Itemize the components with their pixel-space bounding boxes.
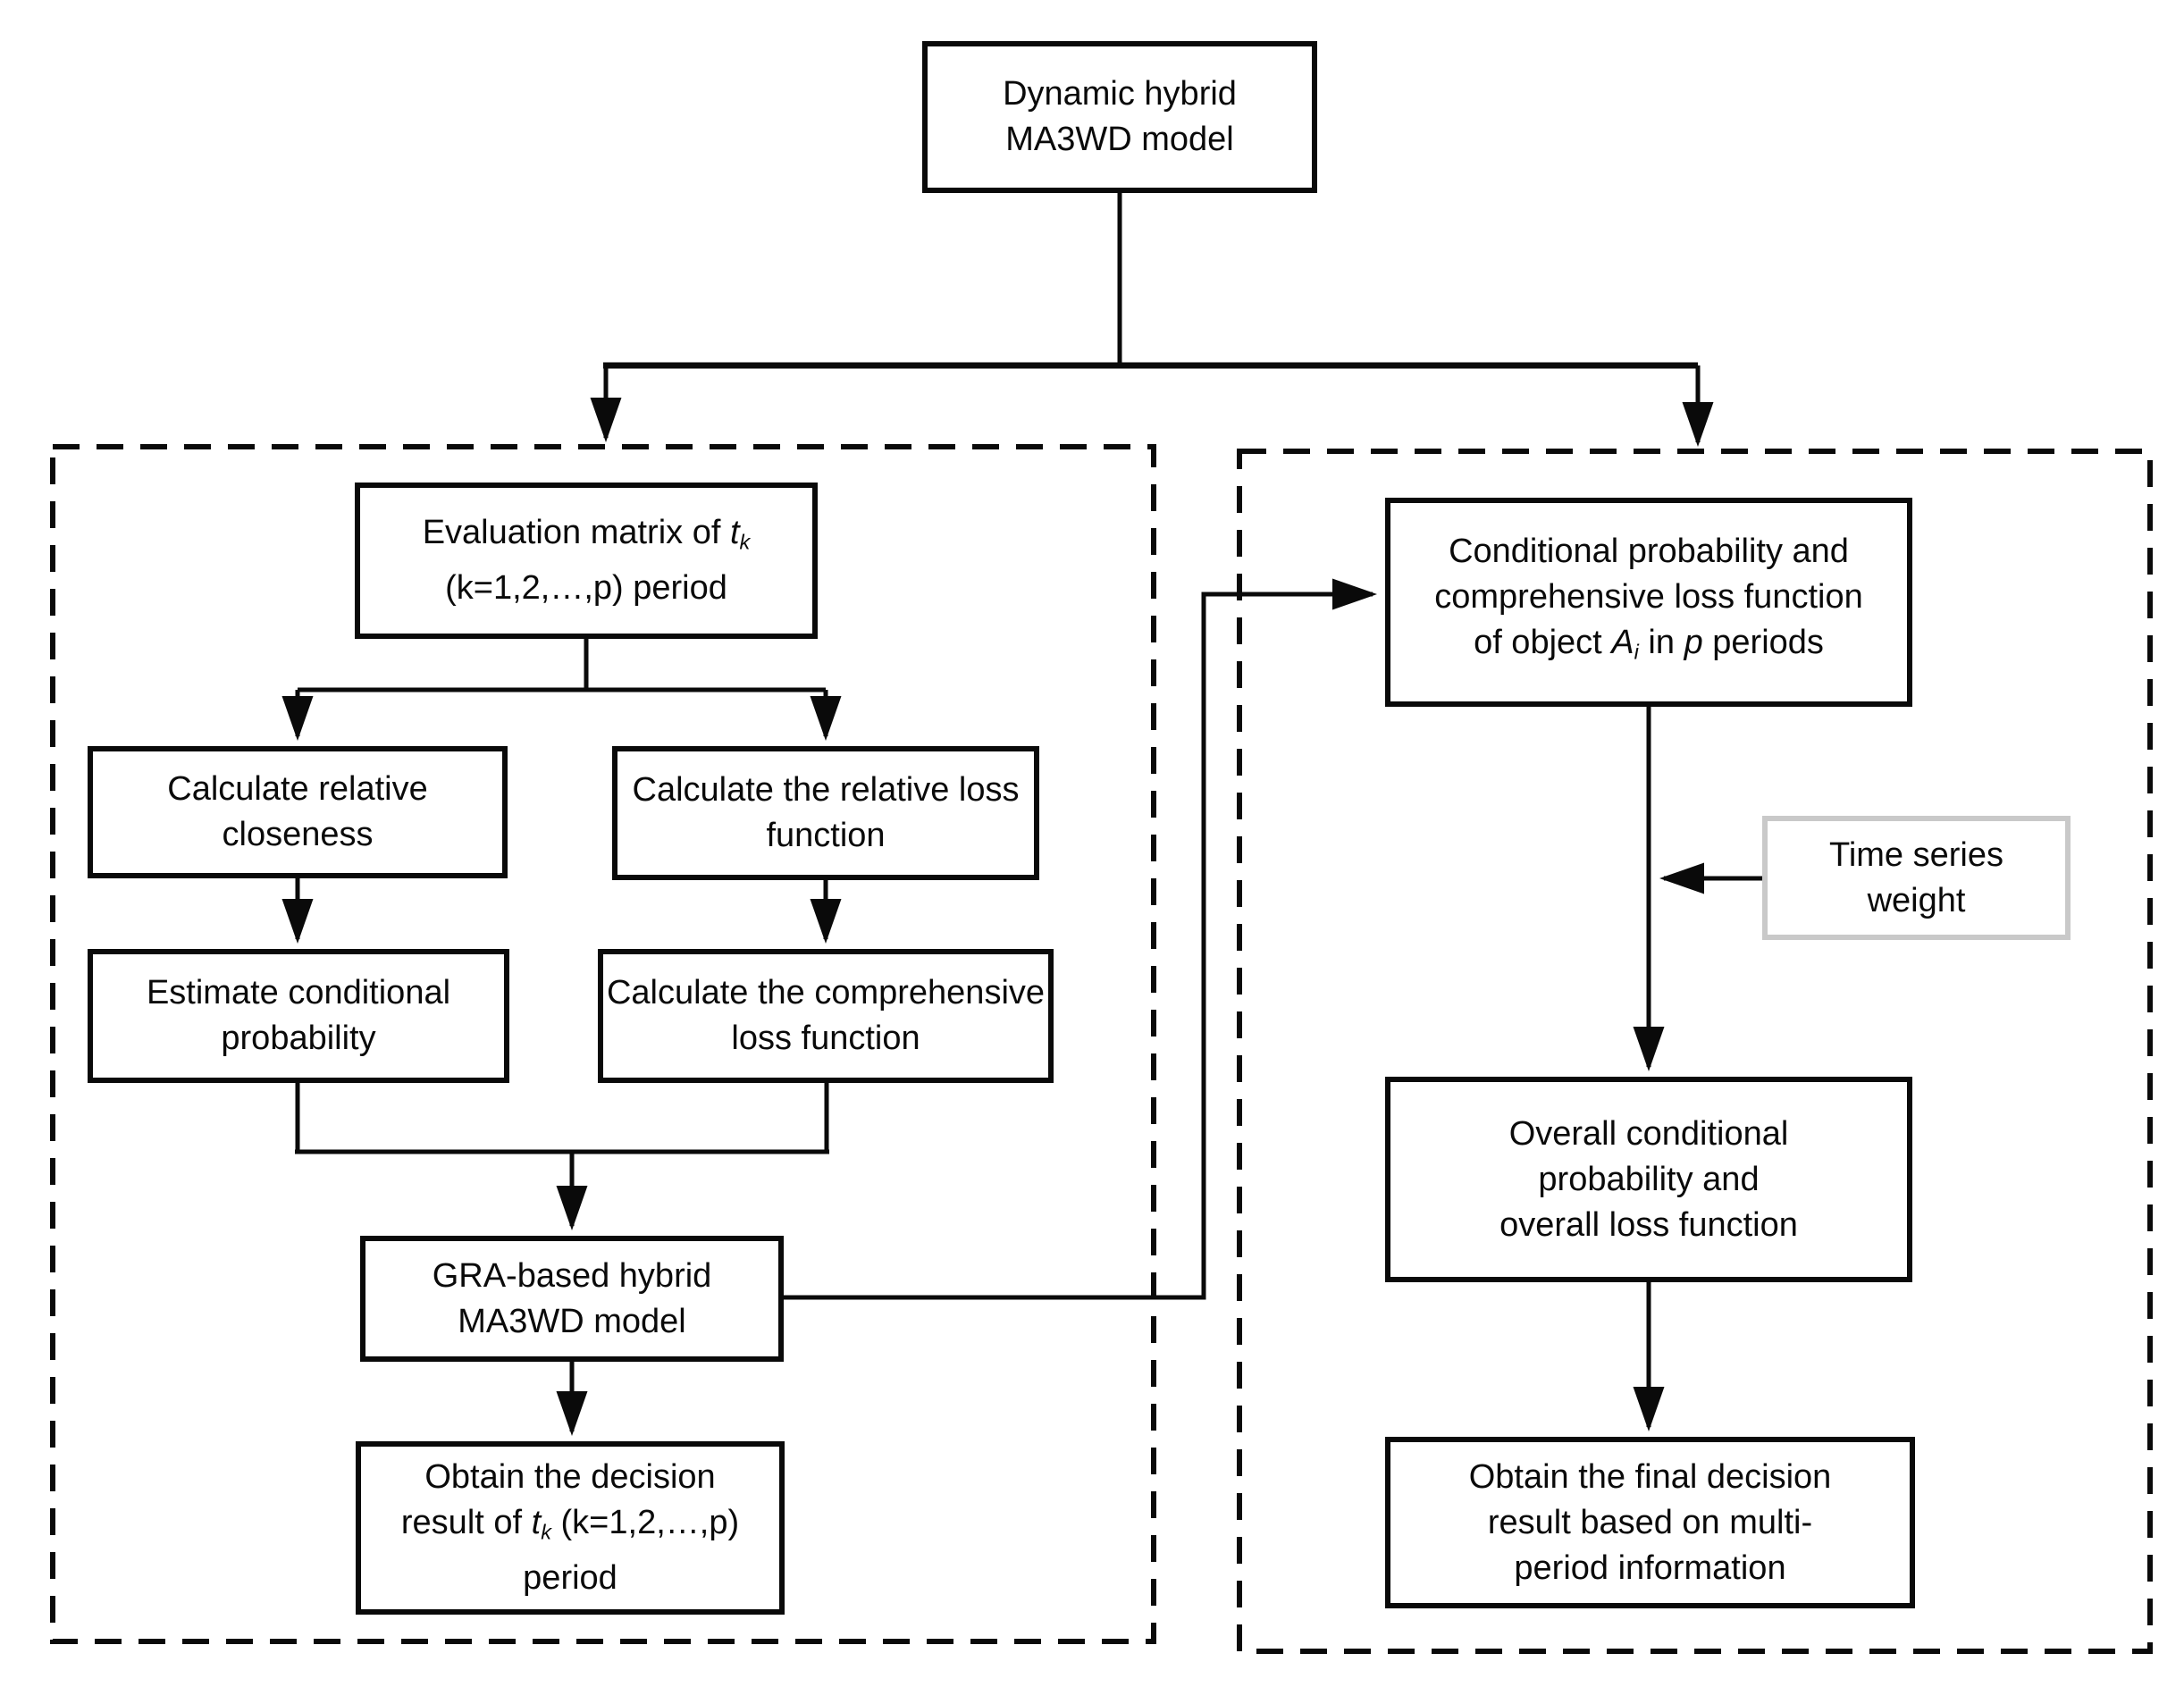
node-evaluation-matrix: Evaluation matrix of tk (k=1,2,…,p) peri…: [355, 483, 818, 639]
left-panel-dashed-border: [50, 444, 1156, 1644]
node-text-line: probability: [221, 1020, 376, 1057]
node-text-line: Calculate the comprehensive: [606, 974, 1046, 1011]
node-text-line: MA3WD model: [1005, 121, 1234, 158]
node-text-line: overall loss function: [1499, 1205, 1798, 1244]
node-text-line: probability and: [1538, 1160, 1760, 1198]
node-obtain-decision-result: Obtain the decision result of tk (k=1,2,…: [356, 1441, 785, 1615]
node-text-line: period information: [1514, 1549, 1786, 1587]
node-calculate-relative-closeness: Calculate relative closeness: [88, 746, 508, 878]
node-text-line: MA3WD model: [458, 1302, 686, 1340]
node-text-line: function: [766, 817, 886, 854]
node-text-line: result based on multi-: [1487, 1503, 1813, 1541]
node-estimate-conditional-probability: Estimate conditional probability: [88, 949, 509, 1083]
node-text-line: Estimate conditional: [146, 974, 451, 1011]
node-text-line: weight: [1867, 881, 1966, 919]
node-conditional-probability-p-periods: Conditional probability and comprehensiv…: [1385, 498, 1912, 707]
node-text-line: Calculate the relative loss: [632, 771, 1020, 809]
node-text-line: Obtain the decision: [424, 1458, 716, 1497]
node-text-line: Overall conditional: [1508, 1114, 1789, 1153]
node-text-line: loss function: [731, 1020, 920, 1057]
node-text-line: GRA-based hybrid: [432, 1256, 712, 1295]
right-panel-dashed-border: [1237, 449, 2153, 1654]
node-text-line: Evaluation matrix of tk: [422, 514, 751, 554]
node-calculate-comprehensive-loss: Calculate the comprehensive loss functio…: [598, 949, 1054, 1083]
node-text-line: Calculate relative: [167, 770, 428, 808]
node-text-line: of object Ai in p periods: [1474, 624, 1824, 664]
node-obtain-final-decision: Obtain the final decision result based o…: [1385, 1437, 1915, 1608]
node-text-line: result of tk (k=1,2,…,p): [400, 1504, 740, 1544]
node-text-line: Dynamic hybrid: [1003, 75, 1237, 113]
node-text-line: period: [523, 1558, 617, 1597]
node-time-series-weight: Time series weight: [1762, 816, 2071, 940]
node-text-line: closeness: [222, 816, 374, 853]
node-text-line: Conditional probability and: [1449, 533, 1849, 571]
node-gra-based-hybrid-model: GRA-based hybrid MA3WD model: [360, 1236, 784, 1362]
node-dynamic-hybrid-title: Dynamic hybrid MA3WD model: [922, 41, 1317, 193]
node-text-line: Time series: [1829, 835, 2003, 874]
node-overall-conditional-probability: Overall conditional probability and over…: [1385, 1077, 1912, 1282]
node-text-line: Obtain the final decision: [1468, 1457, 1832, 1496]
node-text-line: (k=1,2,…,p) period: [445, 568, 727, 607]
node-calculate-relative-loss: Calculate the relative loss function: [612, 746, 1039, 880]
arrow-gra-to-conditional: [784, 578, 1377, 1300]
node-text-line: comprehensive loss function: [1434, 578, 1863, 617]
